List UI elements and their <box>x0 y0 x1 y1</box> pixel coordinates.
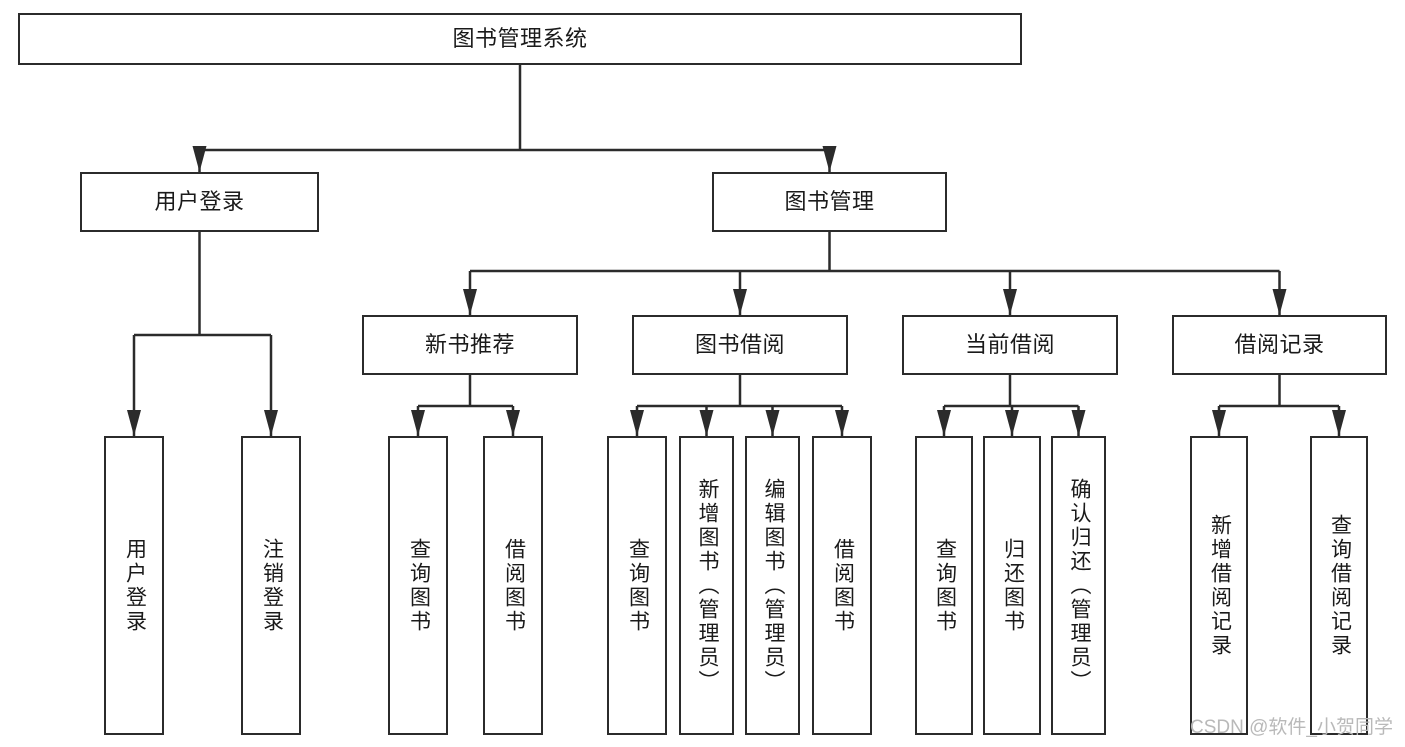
node-leaf-bb-add[interactable]: 新增图书（管理员） <box>679 436 734 735</box>
node-new-book-rec[interactable]: 新书推荐 <box>362 315 578 375</box>
watermark-label: CSDN @软件_小贺同学 <box>1190 717 1393 738</box>
node-leaf-cb-return[interactable]: 归还图书 <box>983 436 1041 735</box>
node-label-leaf-cb-return: 归还图书 <box>1001 537 1025 634</box>
node-label-book-borrow: 图书借阅 <box>694 331 785 357</box>
arrow-icon-cur-borrow-to-leaf-cb-confirm <box>1071 410 1086 436</box>
arrow-icon-borrow-rec-to-leaf-br-add <box>1212 410 1226 436</box>
node-cur-borrow[interactable]: 当前借阅 <box>902 315 1118 375</box>
node-label-leaf-rec-borrow: 借阅图书 <box>502 537 526 634</box>
node-leaf-rec-query[interactable]: 查询图书 <box>388 436 448 735</box>
node-leaf-cb-confirm[interactable]: 确认归还（管理员） <box>1051 436 1106 735</box>
node-label-cur-borrow: 当前借阅 <box>964 331 1055 357</box>
node-label-leaf-bb-edit: 编辑图书（管理员） <box>761 477 785 694</box>
node-label-book-mgmt: 图书管理 <box>784 188 875 214</box>
node-root[interactable]: 图书管理系统 <box>18 13 1022 65</box>
arrow-icon-book-borrow-to-leaf-bb-add <box>699 410 714 436</box>
node-label-root: 图书管理系统 <box>452 25 588 51</box>
node-borrow-rec[interactable]: 借阅记录 <box>1172 315 1387 375</box>
arrow-icon-book-mgmt-to-new-book-rec <box>463 289 477 315</box>
arrow-icon-book-borrow-to-leaf-bb-borrow <box>835 410 849 436</box>
node-leaf-br-add[interactable]: 新增借阅记录 <box>1190 436 1248 735</box>
arrow-icon-book-mgmt-to-book-borrow <box>733 289 747 315</box>
node-leaf-br-query[interactable]: 查询借阅记录 <box>1310 436 1368 735</box>
node-label-leaf-bb-query: 查询图书 <box>626 537 650 634</box>
node-book-mgmt[interactable]: 图书管理 <box>712 172 947 232</box>
arrow-icon-book-borrow-to-leaf-bb-edit <box>765 410 780 436</box>
node-label-new-book-rec: 新书推荐 <box>424 331 515 357</box>
arrow-icon-root-to-user-login <box>192 146 207 172</box>
node-label-user-login: 用户登录 <box>154 188 245 214</box>
node-leaf-rec-borrow[interactable]: 借阅图书 <box>483 436 543 735</box>
arrow-icon-user-login-to-leaf-user-login <box>127 410 141 436</box>
arrow-icon-borrow-rec-to-leaf-br-query <box>1332 410 1346 436</box>
node-label-leaf-cb-query: 查询图书 <box>933 537 957 634</box>
node-leaf-bb-borrow[interactable]: 借阅图书 <box>812 436 872 735</box>
arrow-icon-book-mgmt-to-borrow-rec <box>1272 289 1287 315</box>
node-label-leaf-user-login: 用户登录 <box>123 537 147 634</box>
arrow-icon-new-book-rec-to-leaf-rec-query <box>411 410 425 436</box>
node-label-leaf-bb-add: 新增图书（管理员） <box>695 477 719 694</box>
arrow-icon-cur-borrow-to-leaf-cb-query <box>937 410 951 436</box>
node-leaf-bb-edit[interactable]: 编辑图书（管理员） <box>745 436 800 735</box>
node-label-borrow-rec: 借阅记录 <box>1234 331 1325 357</box>
node-label-leaf-rec-query: 查询图书 <box>407 537 431 634</box>
arrow-icon-cur-borrow-to-leaf-cb-return <box>1005 410 1019 436</box>
node-label-leaf-br-add: 新增借阅记录 <box>1208 513 1232 658</box>
node-label-leaf-cb-confirm: 确认归还（管理员） <box>1067 477 1091 694</box>
node-user-login[interactable]: 用户登录 <box>80 172 319 232</box>
arrow-icon-root-to-book-mgmt <box>822 146 837 172</box>
node-label-leaf-bb-borrow: 借阅图书 <box>831 537 855 634</box>
arrow-icon-book-borrow-to-leaf-bb-query <box>630 410 644 436</box>
node-leaf-user-login[interactable]: 用户登录 <box>104 436 164 735</box>
node-book-borrow[interactable]: 图书借阅 <box>632 315 848 375</box>
node-leaf-bb-query[interactable]: 查询图书 <box>607 436 667 735</box>
node-label-leaf-br-query: 查询借阅记录 <box>1328 513 1352 658</box>
arrow-icon-book-mgmt-to-cur-borrow <box>1003 289 1017 315</box>
arrow-icon-user-login-to-leaf-user-logout <box>264 410 278 436</box>
node-leaf-user-logout[interactable]: 注销登录 <box>241 436 301 735</box>
node-leaf-cb-query[interactable]: 查询图书 <box>915 436 973 735</box>
node-label-leaf-user-logout: 注销登录 <box>260 537 284 634</box>
arrow-icon-new-book-rec-to-leaf-rec-borrow <box>506 410 520 436</box>
